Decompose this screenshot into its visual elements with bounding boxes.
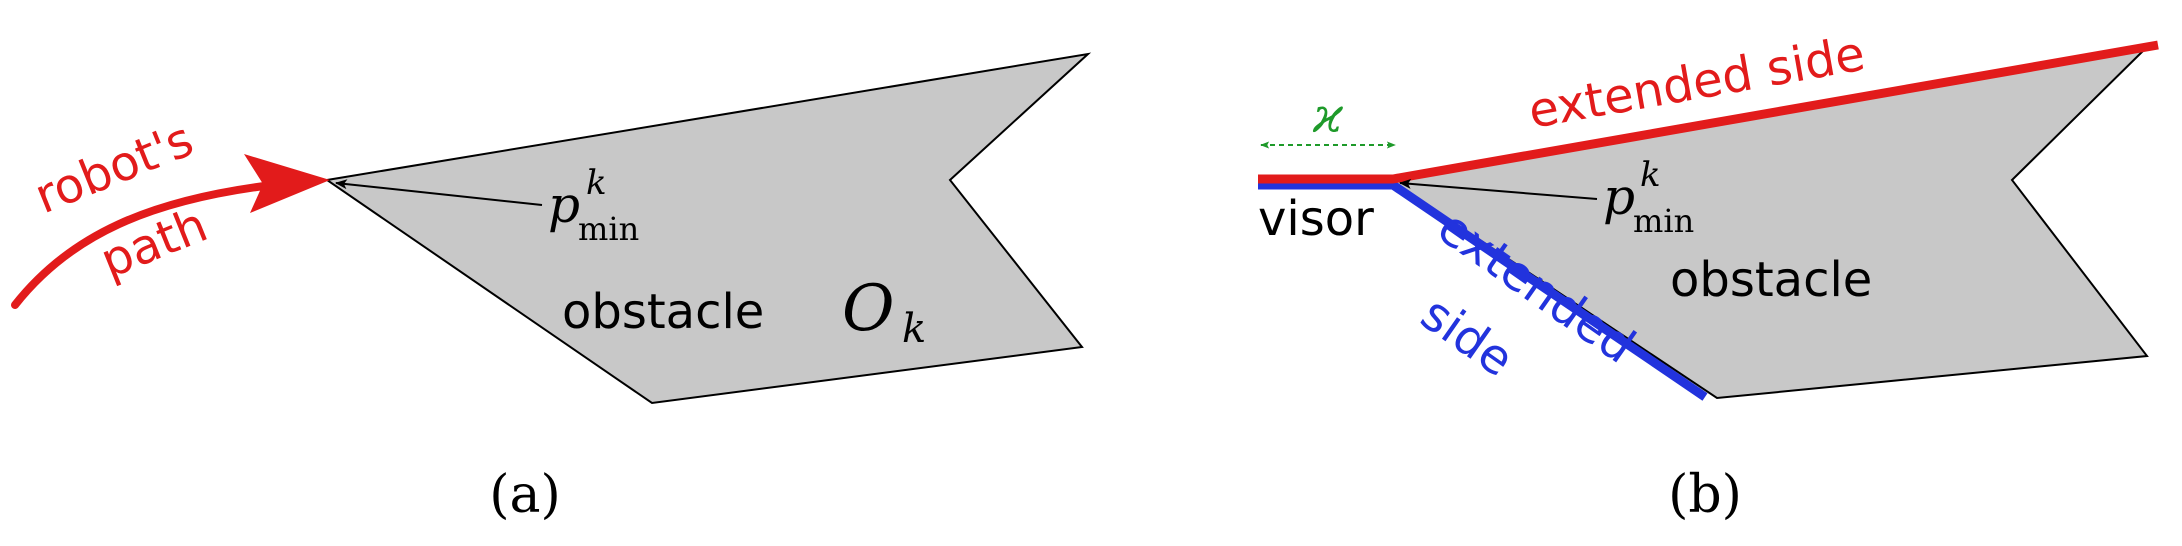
extended-side-blue — [1258, 180, 1708, 401]
svg-text:O: O — [842, 272, 894, 346]
obstacle-a — [324, 52, 1092, 405]
caption-a: (a) — [489, 465, 561, 525]
robot-path-curve — [11, 181, 276, 309]
extended-side-bottom-label-line2: side — [1411, 286, 1524, 388]
svg-text:min: min — [1633, 202, 1694, 240]
svg-text:min: min — [578, 210, 639, 248]
panel-a: robot's path p k min obstacle O k (a) — [11, 52, 1092, 525]
svg-text:k: k — [1640, 155, 1661, 195]
pmin-label-a: p k min — [548, 163, 639, 248]
pmin-label-b: p k min — [1603, 155, 1694, 240]
robot-path-arrowhead — [244, 154, 330, 213]
svg-text:k: k — [902, 306, 926, 352]
svg-text:p: p — [1603, 168, 1635, 226]
svg-text:p: p — [548, 176, 580, 234]
visor-label: visor — [1258, 191, 1374, 247]
obstacle-label-b: obstacle — [1670, 252, 1872, 308]
obstacle-symbol-a: O k — [842, 272, 926, 352]
svg-text:k: k — [586, 163, 607, 203]
obstacle-label-a: obstacle — [562, 284, 764, 340]
pmin-pointer-arrow-a — [335, 179, 543, 206]
pmin-pointer-arrow-b — [1399, 178, 1598, 200]
kappa-label: ϰ — [1312, 88, 1344, 144]
panel-b: ϰ visor extended side extended side p k … — [1258, 26, 2159, 525]
caption-b: (b) — [1668, 465, 1742, 525]
extended-side-red — [1258, 40, 2159, 184]
